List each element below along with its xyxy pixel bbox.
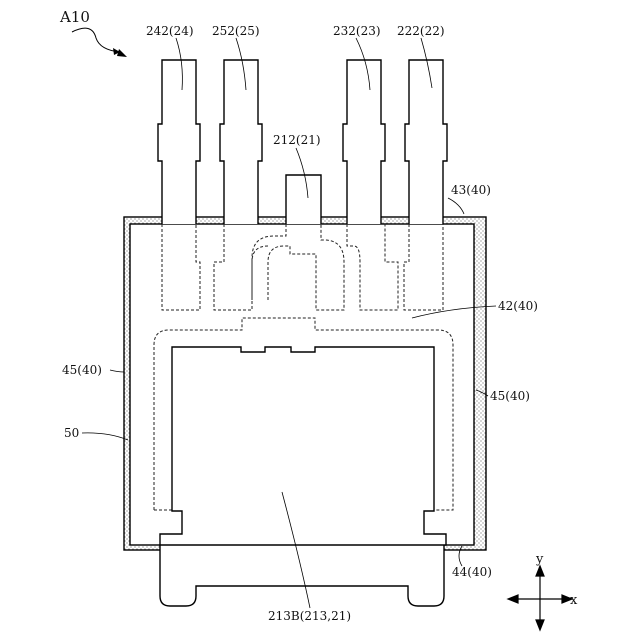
label-213b: 213B(213,21) bbox=[268, 609, 351, 623]
label-212: 212(21) bbox=[273, 133, 321, 147]
figure-title: A10 bbox=[59, 8, 90, 26]
label-44: 44(40) bbox=[452, 565, 492, 579]
bottom-terminal bbox=[160, 545, 444, 606]
label-50: 50 bbox=[64, 426, 79, 440]
axis-x-label: x bbox=[570, 593, 578, 608]
a10-arrow bbox=[72, 28, 127, 57]
axis-y-label: y bbox=[535, 552, 544, 567]
label-45-right: 45(40) bbox=[490, 389, 530, 403]
label-42: 42(40) bbox=[498, 299, 538, 313]
die-pad bbox=[160, 347, 446, 545]
lead-232 bbox=[343, 60, 385, 224]
lead-242 bbox=[158, 60, 200, 224]
label-45-left: 45(40) bbox=[62, 363, 102, 377]
label-252: 252(25) bbox=[212, 24, 260, 38]
label-232: 232(23) bbox=[333, 24, 381, 38]
lead-222 bbox=[405, 60, 447, 224]
coordinate-axes bbox=[508, 566, 572, 630]
label-242: 242(24) bbox=[146, 24, 194, 38]
lead-212 bbox=[286, 175, 321, 224]
lead-252 bbox=[220, 60, 262, 224]
label-222: 222(22) bbox=[397, 24, 445, 38]
label-43: 43(40) bbox=[451, 183, 491, 197]
